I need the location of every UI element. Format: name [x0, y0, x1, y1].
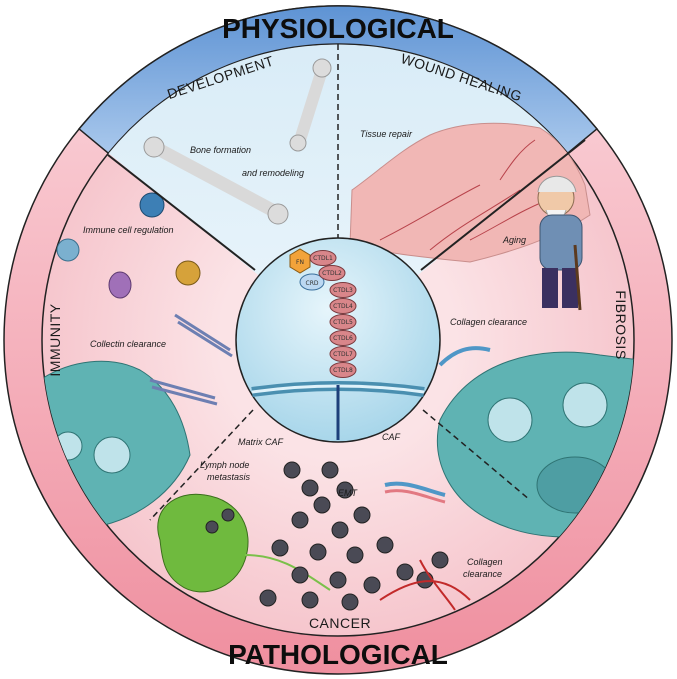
- physiological-region: [108, 44, 568, 340]
- immune-cell-purple-icon: [108, 271, 132, 299]
- ctdl-domain-3: [329, 282, 357, 298]
- label-clearance: clearance: [463, 569, 502, 579]
- bone-upper: [289, 58, 332, 152]
- divider-left: [107, 154, 256, 271]
- vesicle: [562, 382, 608, 428]
- collagen-fiber: [438, 346, 491, 367]
- label-and-remodeling: and remodeling: [242, 168, 304, 178]
- physiological-title: PHYSIOLOGICAL: [222, 13, 454, 44]
- label-collectin-clearance: Collectin clearance: [90, 339, 166, 349]
- immune-cell-blue-icon: [139, 192, 165, 218]
- ctdl-domain-7: [329, 346, 357, 362]
- label-immune-cell-regulation: Immune cell regulation: [83, 225, 174, 235]
- vesicle: [487, 397, 533, 443]
- ctdl-label-3: CTDL3: [333, 287, 353, 294]
- ctdl-label-2: CTDL2: [322, 270, 342, 277]
- tumor-cell-cluster: [205, 461, 449, 611]
- elderly-person-icon: [537, 175, 583, 311]
- ctdl-label-6: CTDL6: [333, 335, 353, 342]
- label-tissue-repair: Tissue repair: [360, 129, 413, 139]
- skin-tissue: [349, 122, 591, 263]
- divider-dashed-bottom-right: [422, 409, 531, 501]
- label-bone-formation: Bone formation: [190, 145, 251, 155]
- label-caf: CAF: [382, 432, 401, 442]
- collagen-fiber: [149, 378, 218, 406]
- ctdl-label-4: CTDL4: [333, 303, 353, 310]
- ctdl-label-5: CTDL5: [333, 319, 353, 326]
- label-matrix-caf: Matrix CAF: [238, 437, 284, 447]
- label-emt: EMT: [338, 488, 359, 498]
- label-lymph-node: Lymph node: [200, 460, 249, 470]
- crd-label: CRD: [306, 280, 319, 287]
- divider-dashed-bottom-left: [149, 409, 254, 521]
- ctdl-label-7: CTDL7: [333, 351, 353, 358]
- lymph-vessel: [244, 554, 331, 591]
- pathological-title: PATHOLOGICAL: [228, 639, 448, 670]
- divider-right: [420, 139, 586, 271]
- crd-domain-icon: [299, 273, 325, 291]
- fn-label: FN: [296, 259, 304, 266]
- label-collagen-clearance-fibrosis: Collagen clearance: [450, 317, 527, 327]
- ctdl-domain-2: [318, 265, 346, 281]
- tumor-blood-vessel: [379, 559, 471, 611]
- blood-vessels: [379, 139, 561, 251]
- lymph-node: [157, 493, 249, 593]
- ctdl-domain-4: [329, 298, 357, 314]
- label-metastasis: metastasis: [207, 472, 251, 482]
- ctdl-domain-1: [309, 250, 337, 266]
- sector-fibrosis: FIBROSIS: [613, 290, 629, 359]
- label-aging: Aging: [502, 235, 526, 245]
- label-collagen: Collagen: [467, 557, 503, 567]
- ctdl-label-1: CTDL1: [313, 255, 333, 262]
- bone-lower: [143, 136, 289, 225]
- ctdl-domain-5: [329, 314, 357, 330]
- ctdl-domain-8: [329, 362, 357, 378]
- ctdl-label-8: CTDL8: [333, 367, 353, 374]
- immune-cell-yellow-icon: [175, 260, 201, 286]
- ctdl-domain-6: [329, 330, 357, 346]
- collagen-fiber: [174, 313, 233, 358]
- fn-domain-icon: [289, 248, 311, 274]
- collagen-fiber: [384, 489, 446, 504]
- sector-immunity: IMMUNITY: [47, 303, 63, 376]
- collagen-fiber: [384, 481, 446, 497]
- vesicle: [93, 436, 131, 474]
- immune-cell-spiky-icon: [56, 238, 80, 262]
- sector-cancer: CANCER: [309, 615, 371, 631]
